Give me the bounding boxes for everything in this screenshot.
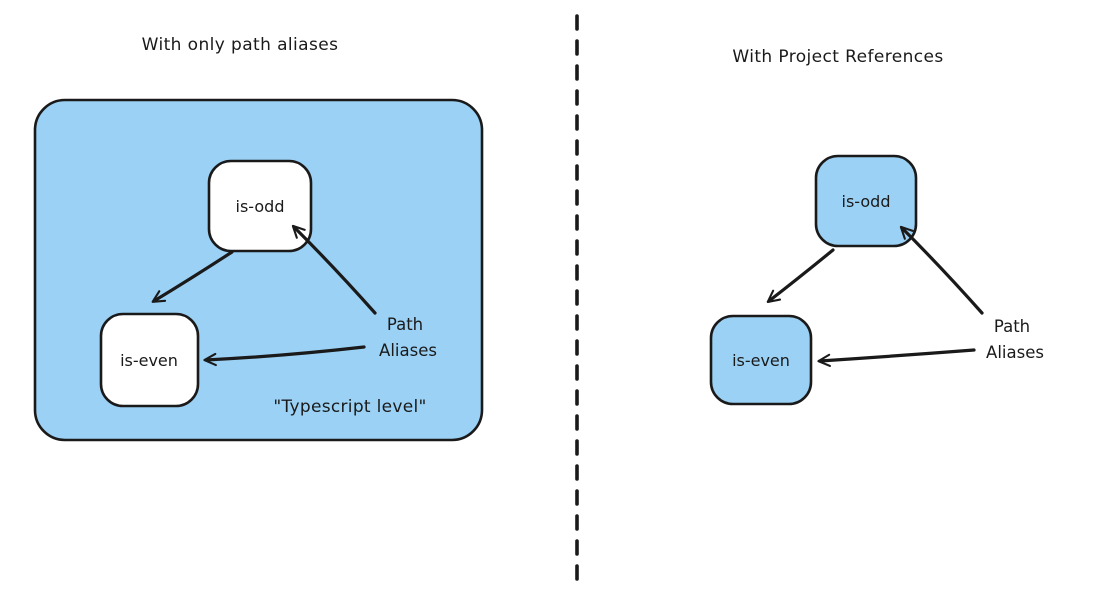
right-panel: With Project References is-odd is-even P…: [709, 47, 1044, 406]
left-is-odd-node: [207, 159, 313, 253]
right-path-aliases-line1: Path: [994, 317, 1030, 336]
right-arrow-path-aliases-to-is-even: [817, 348, 976, 367]
right-arrow-is-odd-to-is-even: [766, 248, 835, 304]
right-is-odd-label: is-odd: [842, 192, 891, 211]
typescript-level-label: "Typescript level": [273, 397, 426, 417]
left-arrow-is-odd-to-is-even: [151, 250, 234, 303]
left-path-aliases-line2: Aliases: [379, 341, 437, 360]
left-arrow-path-aliases-to-is-odd: [291, 224, 377, 315]
right-is-even-node: [709, 314, 813, 406]
right-is-even-label: is-even: [732, 351, 790, 370]
left-is-even-label: is-even: [120, 351, 178, 370]
left-is-even-node: [99, 312, 200, 408]
left-panel-title: With only path aliases: [142, 35, 339, 55]
right-path-aliases-annotation: Path Aliases: [986, 317, 1044, 362]
right-is-odd-node: [814, 154, 918, 248]
left-path-aliases-annotation: Path Aliases: [379, 315, 437, 360]
right-panel-title: With Project References: [732, 47, 943, 67]
left-panel: With only path aliases is-odd is-even Pa…: [33, 35, 484, 442]
left-arrow-path-aliases-to-is-even: [203, 345, 366, 367]
left-is-odd-label: is-odd: [236, 197, 285, 216]
right-path-aliases-line2: Aliases: [986, 343, 1044, 362]
left-path-aliases-line1: Path: [387, 315, 423, 334]
right-arrow-path-aliases-to-is-odd: [899, 225, 984, 315]
